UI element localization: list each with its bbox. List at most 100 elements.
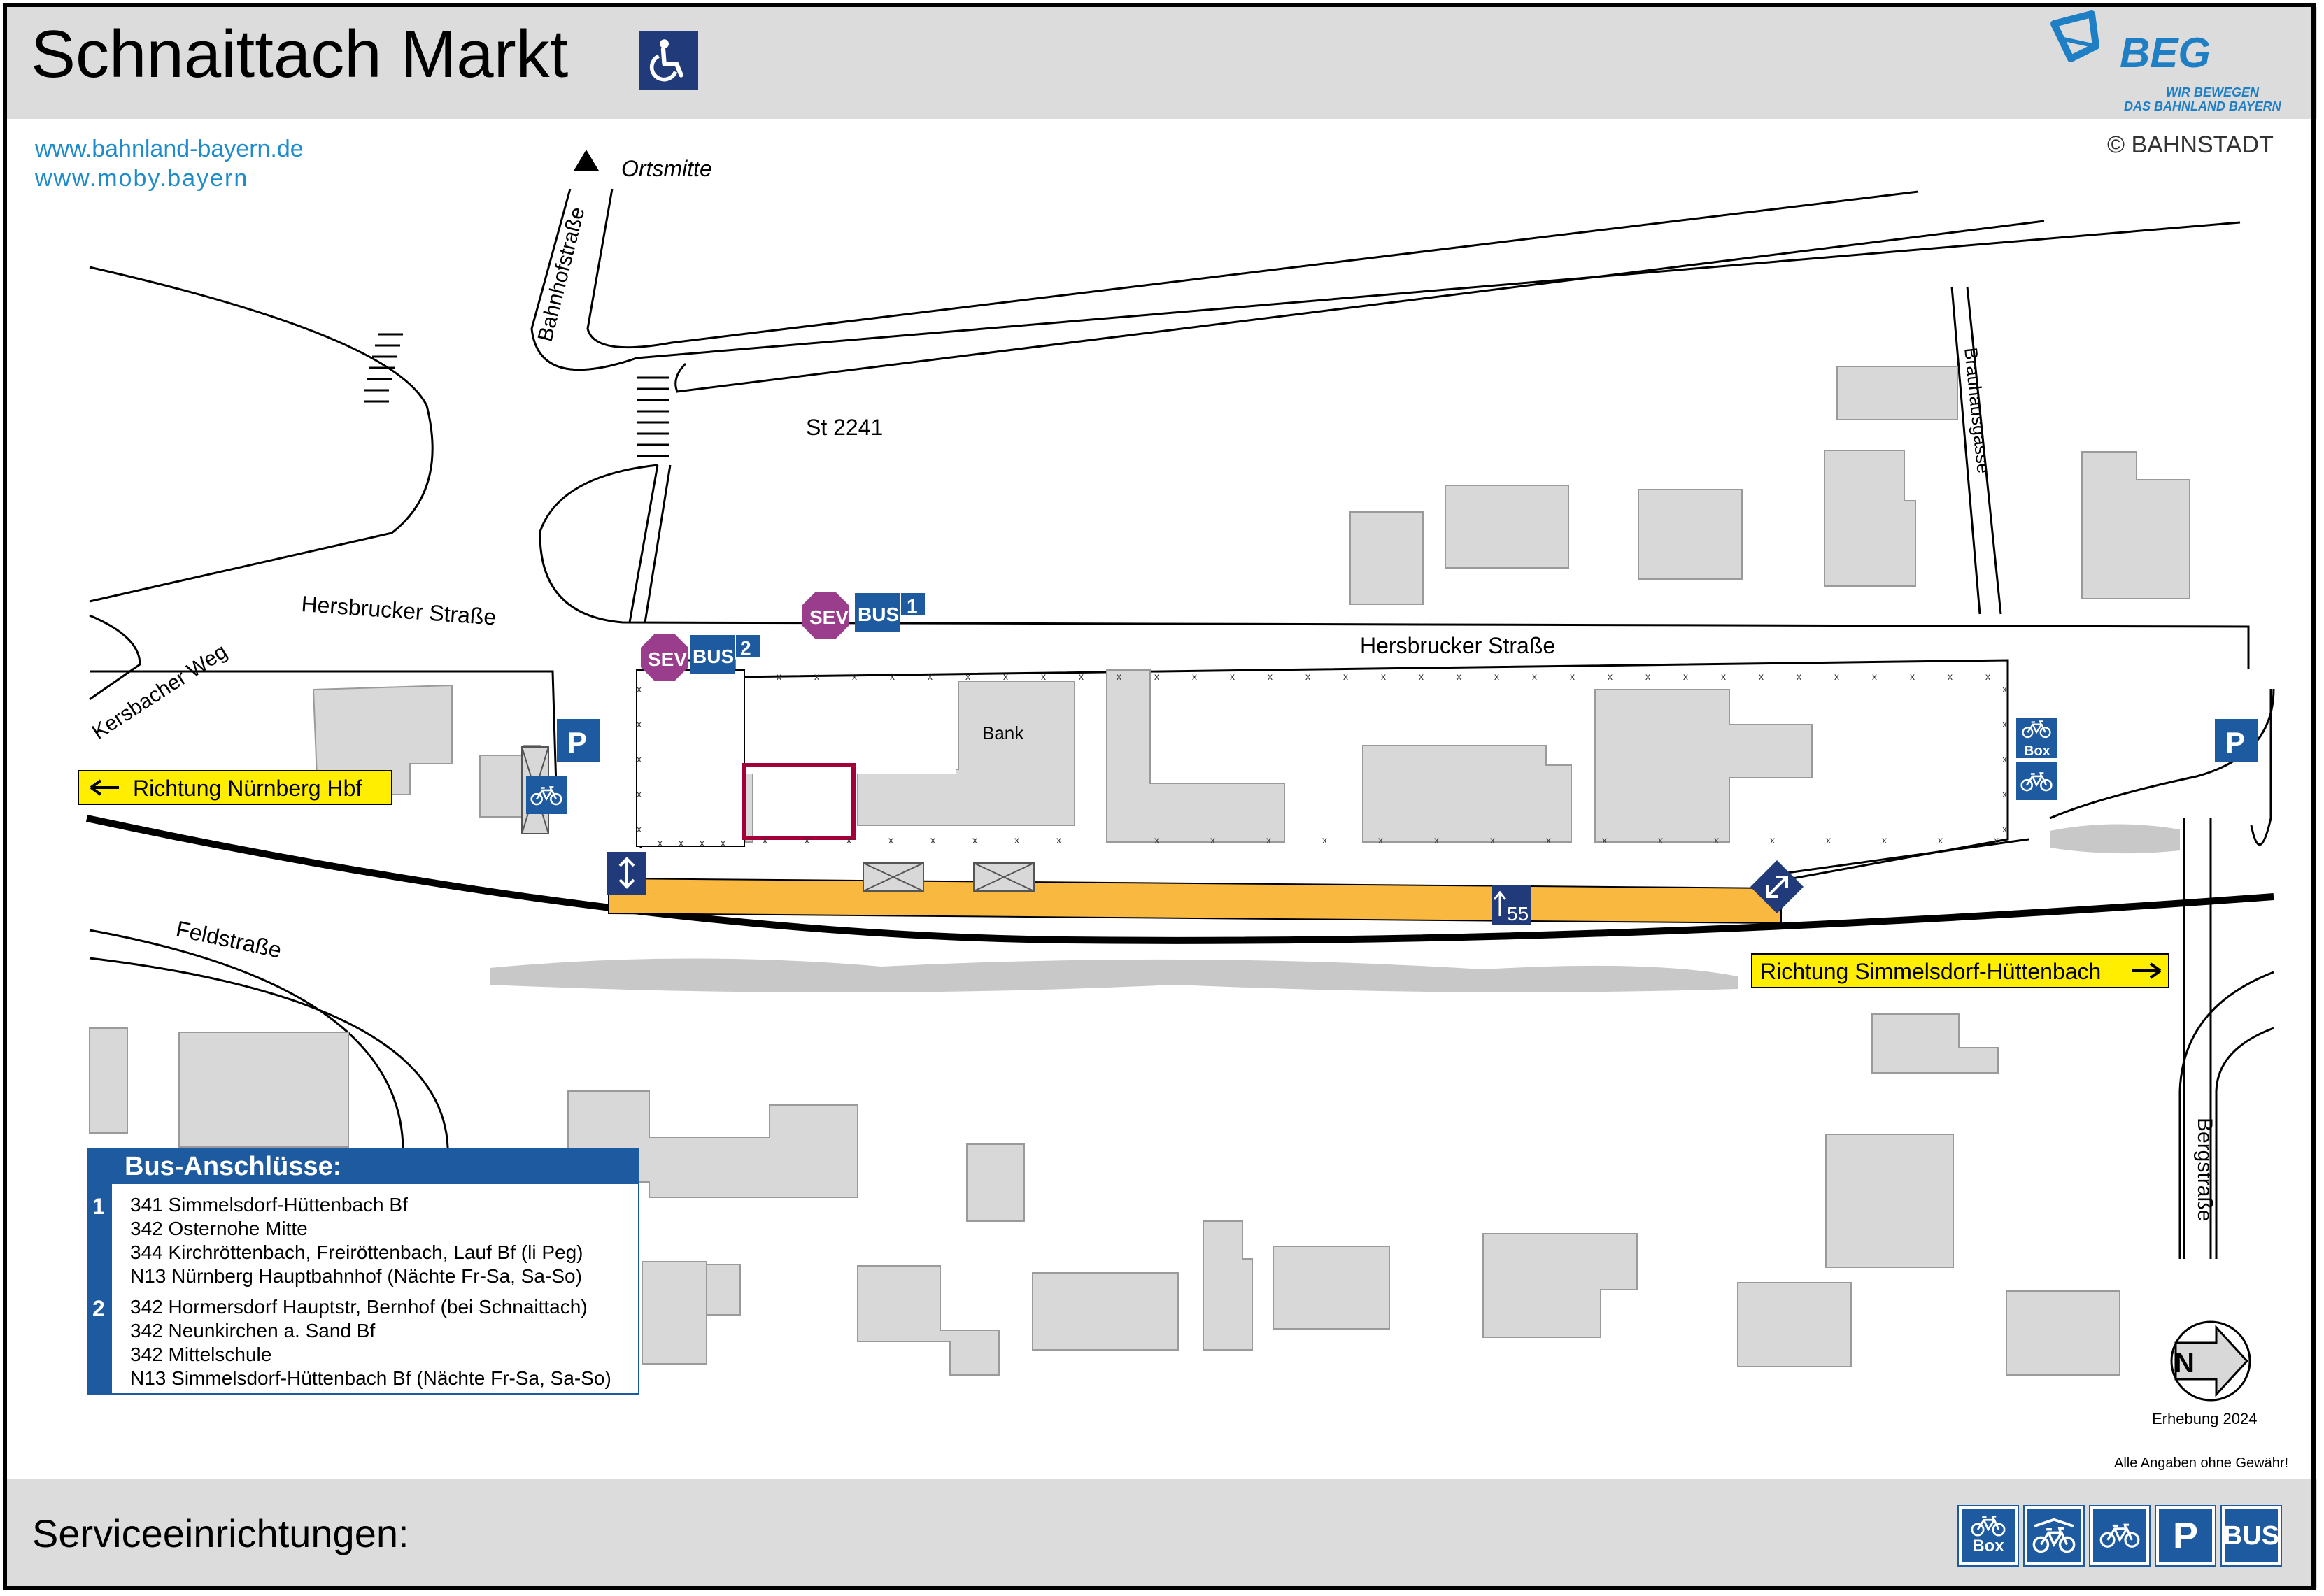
platform-height-value: 55 (1507, 903, 1529, 925)
parking-icon[interactable]: P (2155, 1505, 2216, 1567)
fence-marker: x (1714, 834, 1719, 846)
footer-label: Serviceeinrichtungen: (32, 1511, 409, 1555)
fence-marker: x (1834, 671, 1839, 682)
fence-marker: x (1683, 671, 1688, 682)
fence-marker: x (1079, 671, 1084, 682)
survey-year: Erhebung 2024 (2152, 1410, 2257, 1427)
platform-access-icon[interactable] (607, 852, 646, 895)
direction-west-label: Richtung Nürnberg Hbf (133, 776, 362, 801)
fence-marker: x (1378, 834, 1383, 846)
beg-logo: BEG WIR BEWEGEN DAS BAHNLAND BAYERN (2050, 10, 2282, 113)
fence-marker: x (658, 837, 663, 848)
bike-box-icon[interactable]: Box (1957, 1505, 2019, 1567)
fence-marker: x (1546, 834, 1551, 846)
fence-marker: x (1041, 671, 1046, 682)
fence-marker: x (1003, 671, 1008, 682)
bus-line-item: N13 Simmelsdorf-Hüttenbach Bf (Nächte Fr… (130, 1367, 611, 1389)
bus-label: BUS (2223, 1520, 2280, 1551)
fence-marker: x (1872, 671, 1877, 682)
bike-parking-east-icon[interactable] (2016, 762, 2057, 800)
bike-covered-glyph-icon (2032, 1518, 2076, 1553)
fence-marker: x (1210, 834, 1215, 846)
direction-west: Richtung Nürnberg Hbf (78, 770, 392, 805)
fence-marker: x (1117, 671, 1121, 682)
fence-marker: x (846, 834, 851, 846)
fence-marker: x (1948, 671, 1953, 682)
bank-label: Bank (982, 722, 1024, 743)
bus-line-item: 344 Kirchröttenbach, Freiröttenbach, Lau… (130, 1241, 583, 1263)
fence-marker: x (1154, 671, 1159, 682)
fence-marker: x (2002, 718, 2007, 729)
bus-icon[interactable]: BUS (2220, 1505, 2282, 1567)
station-marker (742, 763, 856, 840)
bus-stop-1[interactable]: SEV BUS 1 (802, 592, 925, 639)
fence-marker: x (1154, 834, 1159, 846)
fence-marker: x (679, 837, 683, 848)
north-arrow-icon: N (2170, 1320, 2251, 1402)
stop-number-2: 2 (740, 637, 751, 659)
bus-group-2-number: 2 (92, 1296, 105, 1321)
bike-box-label: Box (1972, 1537, 2004, 1555)
bike-parking-covered-icon[interactable] (2023, 1505, 2085, 1567)
parking-label: P (2172, 1515, 2199, 1557)
bike-parking-icon[interactable] (2089, 1505, 2151, 1567)
fence-marker: x (930, 834, 935, 846)
platform-shelters (863, 862, 1035, 892)
fence-marker: x (700, 837, 704, 848)
fence-marker: x (1014, 834, 1019, 846)
fence-marker: x (1343, 671, 1348, 682)
step-free-access-icon[interactable] (1750, 860, 1804, 913)
fence-marker: x (2002, 753, 2007, 764)
fence-marker: x (805, 834, 809, 846)
bus-label-1: BUS (858, 604, 899, 625)
fence-marker: x (1056, 834, 1061, 846)
bike-box-east-label: Box (2024, 743, 2050, 759)
link-moby[interactable]: www.moby.bayern (34, 165, 248, 192)
sev-label-2: SEV (648, 648, 687, 670)
fence-marker: x (637, 788, 642, 799)
fence-marker: x (1192, 671, 1197, 682)
bus-connections-title: Bus-Anschlüsse: (88, 1149, 638, 1184)
fence-marker: x (1494, 671, 1499, 682)
parking-west-label: P (567, 726, 587, 759)
fence-marker: x (972, 834, 977, 846)
fence-marker: x (637, 823, 642, 834)
bus-label-2: BUS (693, 646, 734, 667)
bus-connections-panel: Bus-Anschlüsse: 1 341 Simmelsdorf-Hütten… (87, 1148, 639, 1395)
fence-marker: x (1322, 834, 1327, 846)
fence-marker: x (1910, 671, 1915, 682)
fence-marker: x (1797, 671, 1801, 682)
north-letter: N (2174, 1348, 2195, 1378)
railway-line (85, 815, 2274, 944)
fence-marker: x (1268, 671, 1273, 682)
header-bar (7, 7, 2317, 119)
fence-marker: x (1826, 834, 1831, 846)
fence-marker: x (1770, 834, 1775, 846)
fence-marker: x (1419, 671, 1424, 682)
bus-stop-2[interactable]: SEV BUS 2 (641, 634, 760, 681)
parking-west-icon[interactable]: P (557, 719, 600, 762)
stop-number-1: 1 (907, 595, 918, 617)
fence-marker: x (1721, 671, 1726, 682)
fence-marker: x (721, 837, 725, 848)
logo-tagline-1: WIR BEWEGEN (2166, 85, 2260, 99)
fence-marker: x (890, 671, 895, 682)
link-bahnland[interactable]: www.bahnland-bayern.de (34, 136, 304, 162)
ortsmitte-arrow-icon (574, 150, 599, 171)
bus-line-item: N13 Nürnberg Hauptbahnhof (Nächte Fr-Sa,… (130, 1265, 582, 1287)
fence-marker: x (1882, 834, 1887, 846)
bus-line-item: 341 Simmelsdorf-Hüttenbach Bf (130, 1194, 408, 1216)
parking-east-label: P (2225, 726, 2245, 759)
fence-marker: x (1381, 671, 1386, 682)
fence-marker: x (1230, 671, 1235, 682)
fence-marker: x (1985, 671, 1990, 682)
fence-marker: x (777, 671, 781, 682)
bike-box-east-icon[interactable]: Box (2016, 718, 2057, 759)
street-label-ortsmitte: Ortsmitte (621, 156, 712, 181)
disclaimer: Alle Angaben ohne Gewähr! (2114, 1455, 2288, 1471)
bike-parking-west-icon[interactable] (526, 776, 567, 814)
road-network (89, 188, 2275, 1259)
fence-marker: x (1570, 671, 1575, 682)
parking-east-icon[interactable]: P (2215, 719, 2258, 762)
